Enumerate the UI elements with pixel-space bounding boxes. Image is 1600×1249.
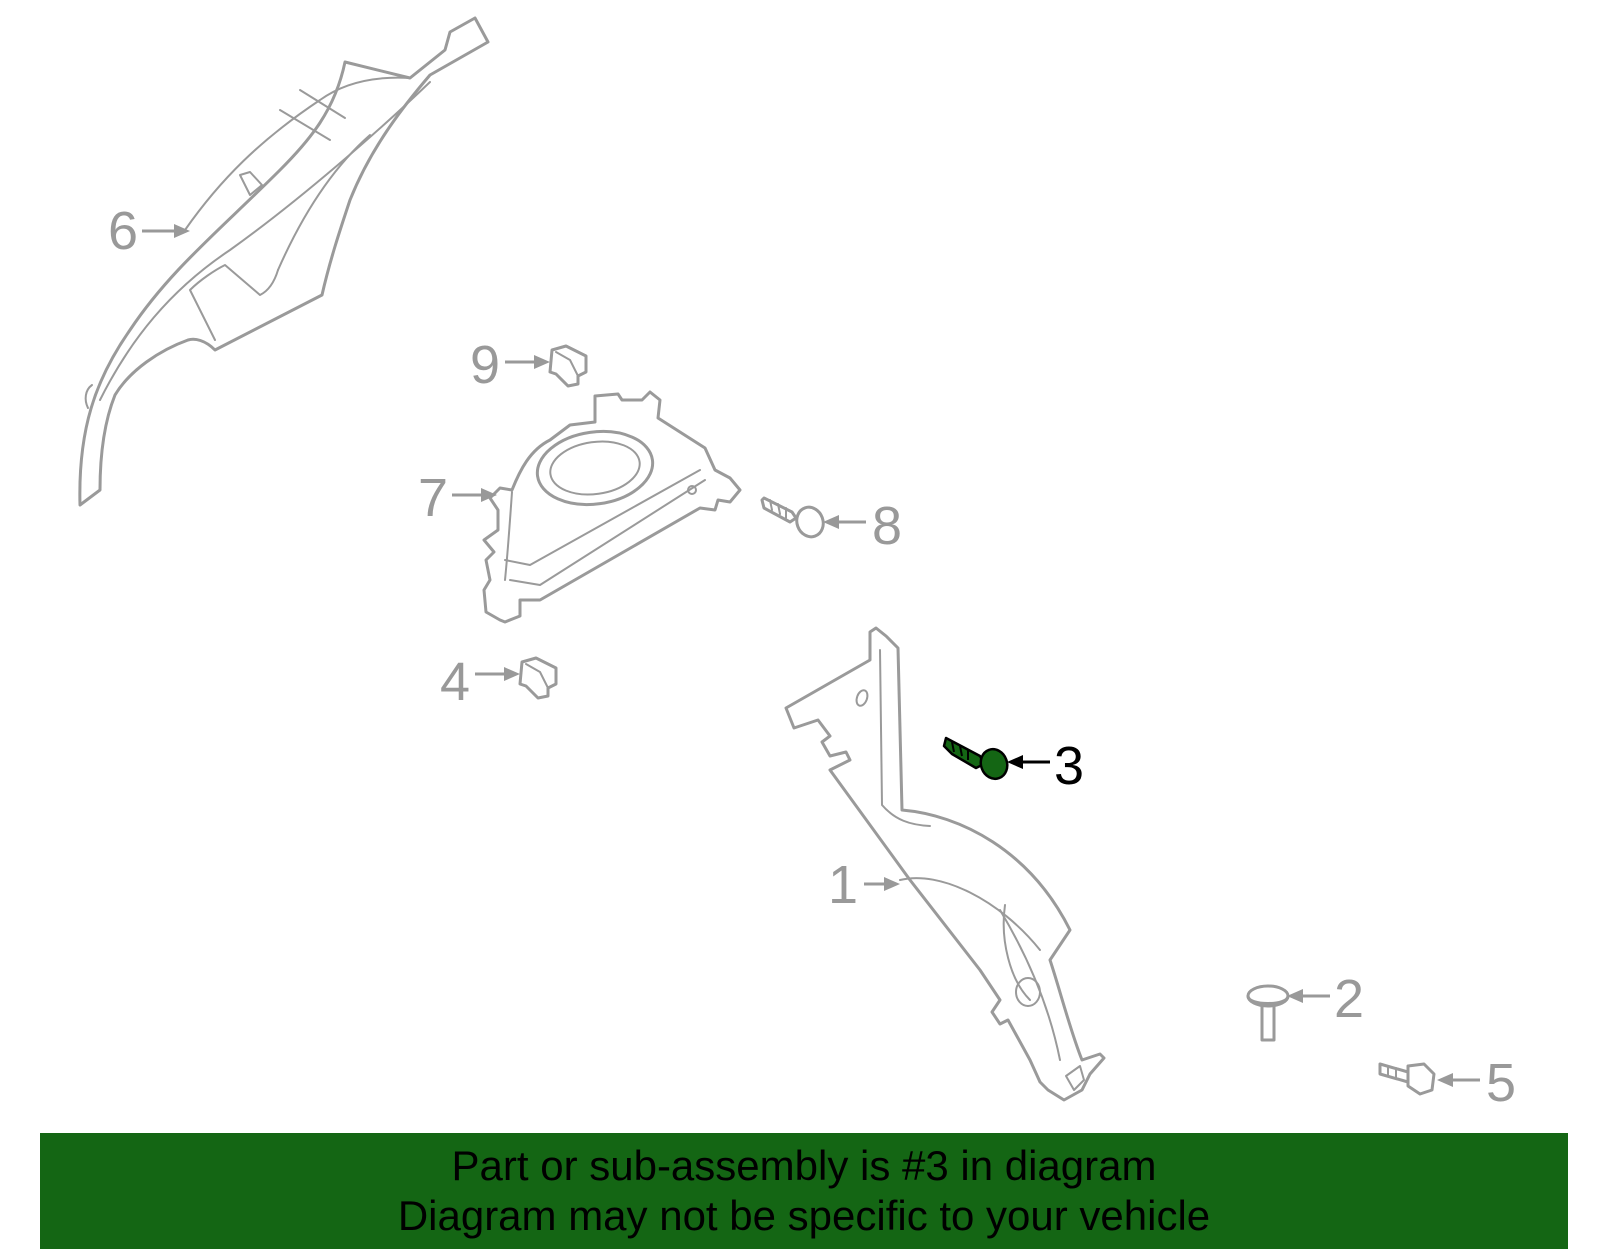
callout-1: 1 [828, 855, 900, 915]
callout-7-label: 7 [418, 468, 448, 528]
part-2-push-pin [1246, 984, 1290, 1042]
callout-9-label: 9 [470, 335, 500, 395]
callout-5: 5 [1437, 1053, 1516, 1113]
part-6-quarter-trim-upper [78, 16, 490, 507]
callout-6-label: 6 [108, 201, 138, 261]
info-banner: Part or sub-assembly is #3 in diagram Di… [40, 1133, 1568, 1249]
callout-8-label: 8 [872, 496, 902, 556]
part-5-bolt [1378, 1062, 1436, 1096]
banner-line-part-number: Part or sub-assembly is #3 in diagram [451, 1142, 1157, 1189]
callout-4-label: 4 [440, 652, 470, 712]
part-3-screw-highlighted [942, 736, 1009, 781]
callout-9: 9 [470, 335, 550, 395]
part-7-speaker-trim [482, 390, 742, 624]
callout-1-label: 1 [828, 855, 858, 915]
callout-6: 6 [108, 201, 190, 261]
part-1-quarter-trim-lower [784, 626, 1106, 1102]
callout-5-label: 5 [1486, 1053, 1516, 1113]
callout-8: 8 [823, 496, 902, 556]
callout-4: 4 [440, 652, 520, 712]
callout-3-label: 3 [1054, 736, 1084, 796]
callout-2-label: 2 [1334, 969, 1364, 1029]
part-4-clip [518, 656, 558, 700]
callout-3: 3 [1007, 736, 1084, 796]
part-9-clip [548, 344, 588, 388]
part-8-screw [760, 496, 825, 539]
callout-7: 7 [418, 468, 497, 528]
banner-line-disclaimer: Diagram may not be specific to your vehi… [397, 1192, 1211, 1239]
callout-2: 2 [1287, 969, 1364, 1029]
